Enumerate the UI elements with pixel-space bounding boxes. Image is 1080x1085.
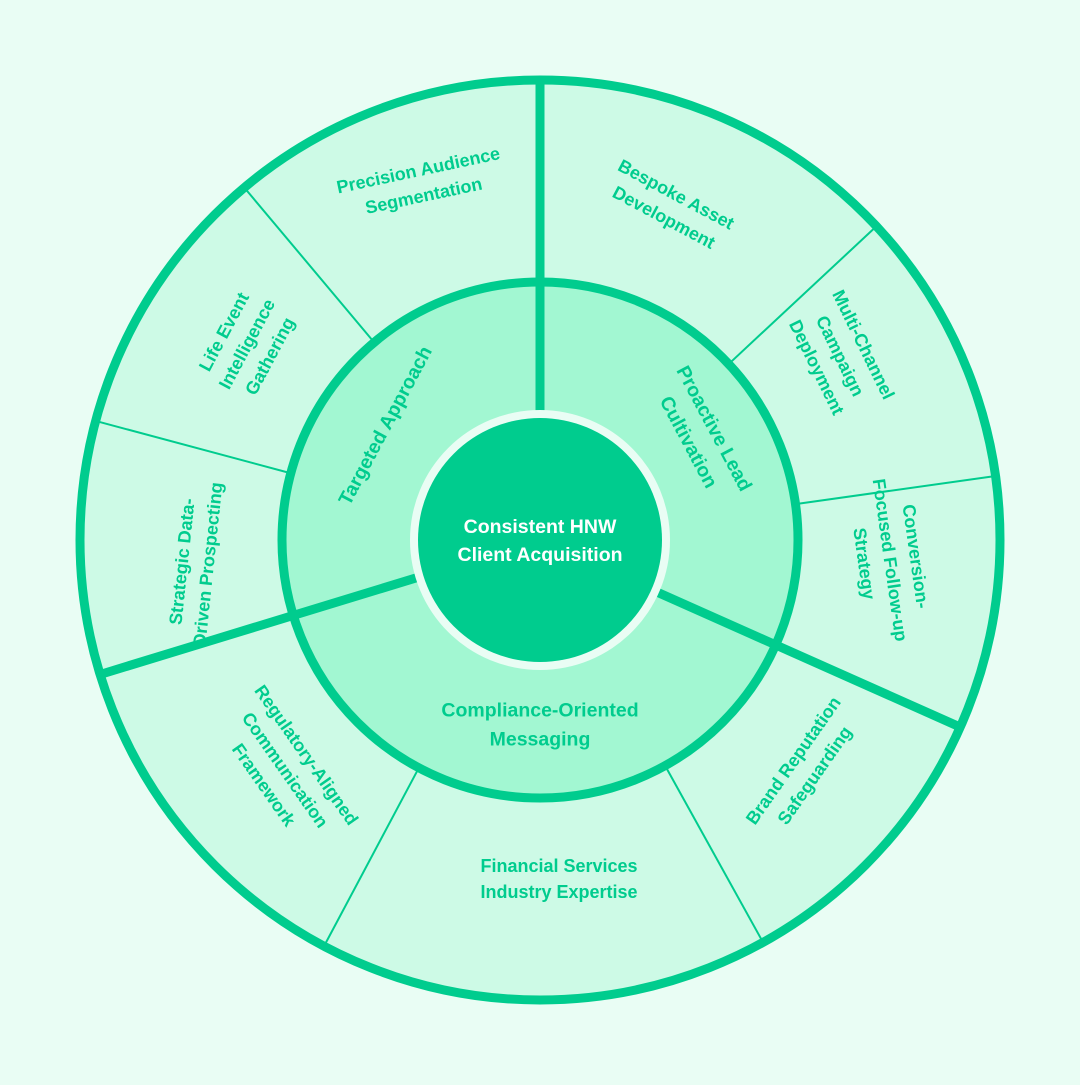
center-label-line: Consistent HNW [464,516,617,538]
center-label: Consistent HNW Client Acquisition [457,516,622,566]
main-divider [649,585,963,732]
outer-divider [795,474,996,506]
outer-divider [323,767,420,947]
middle-segment-compliance-line: Messaging [490,729,591,751]
outer-segment-financial-line: Financial Services [480,856,637,876]
middle-segment-compliance-line: Compliance-Oriented [441,700,638,722]
center-label-line: Client Acquisition [457,544,622,566]
outer-divider [243,186,375,344]
outer-divider [664,765,764,943]
center-circle [418,418,662,662]
outer-divider [95,419,292,475]
outer-segment-financial-line: Industry Expertise [480,882,637,902]
main-divider [98,571,425,679]
outer-divider [728,225,878,365]
